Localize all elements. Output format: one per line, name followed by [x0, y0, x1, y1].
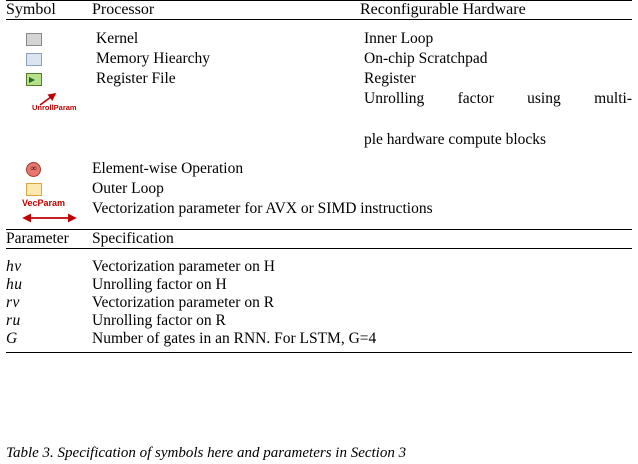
vec-param-arrow-icon — [22, 213, 77, 223]
header-specification: Specification — [92, 230, 174, 248]
processor-cell: Kernel — [96, 30, 139, 47]
symbol-cell — [6, 29, 96, 49]
table-row: Outer Loop — [6, 179, 632, 199]
hardware-cell — [360, 179, 632, 199]
hardware-cell — [360, 159, 632, 179]
table-row: hu Unrolling factor on H — [6, 276, 632, 294]
hardware-cell: On-chip Scratchpad — [364, 50, 488, 68]
parameter-symbol: ru — [6, 312, 21, 330]
table-header-row: Symbol Processor Reconfigurable Hardware — [6, 1, 632, 19]
parameter-symbol: hu — [6, 276, 23, 294]
blue-square-icon — [26, 53, 42, 67]
table-caption: Table 3. Specification of symbols here a… — [6, 445, 407, 461]
vec-param-label: VecParam — [22, 198, 66, 209]
header-separator-rule — [6, 19, 632, 20]
red-circle-infinity-icon — [26, 161, 41, 177]
hardware-cell: Inner Loop — [364, 30, 434, 47]
header-processor: Processor — [92, 1, 155, 18]
symbol-cell — [6, 49, 96, 69]
header-symbol: Symbol — [6, 1, 56, 18]
section-separator-rule — [6, 229, 632, 231]
table-row: G Number of gates in an RNN. For LSTM, G… — [6, 330, 632, 348]
parameter-spec: Number of gates in an RNN. For LSTM, G=4 — [92, 330, 377, 348]
symbol-cell: VecParam — [6, 198, 92, 225]
orange-square-icon — [26, 182, 42, 196]
gray-square-icon — [26, 32, 42, 46]
parameter-spec: Unrolling factor on H — [92, 276, 227, 294]
table-row: Element-wise Operation — [6, 159, 632, 179]
unroll-param-label: UnrollParam — [32, 103, 77, 113]
symbol-cell: UnrollParam — [6, 89, 96, 149]
table-row: Kernel Inner Loop — [6, 29, 632, 49]
table-row: hv Vectorization parameter on H — [6, 258, 632, 276]
processor-cell — [96, 89, 364, 149]
parameter-header-row: Parameter Specification — [6, 230, 632, 248]
table-bottom-rule — [6, 352, 632, 354]
hardware-cell: Unrolling factor using multi- ple hardwa… — [364, 89, 632, 149]
symbol-cell — [6, 69, 96, 89]
processor-cell: Vectorization parameter for AVX or SIMD … — [92, 200, 433, 218]
table-row: VecParam Vectorization — [6, 198, 632, 225]
table-top-rule — [6, 0, 632, 1]
table-row: Memory Hiearchy On-chip Scratchpad — [6, 49, 632, 69]
table-row: rv Vectorization parameter on R — [6, 294, 632, 312]
hardware-line-1: Unrolling factor using multi- — [364, 90, 632, 108]
processor-cell: Register File — [96, 70, 176, 88]
parameter-spec: Unrolling factor on R — [92, 312, 226, 330]
processor-cell: Outer Loop — [92, 179, 164, 197]
header-hardware: Reconfigurable Hardware — [360, 1, 526, 18]
parameter-table: Parameter Specification — [6, 230, 632, 248]
symbol-cell — [6, 159, 92, 179]
processor-cell: Element-wise Operation — [92, 159, 244, 177]
table-row: ru Unrolling factor on R — [6, 312, 632, 330]
table-row: Register File Register — [6, 69, 632, 89]
parameter-header-separator-rule — [6, 248, 632, 250]
symbol-cell — [6, 179, 92, 199]
header-parameter: Parameter — [6, 230, 69, 248]
vec-param-symbol: VecParam — [6, 198, 92, 225]
processor-cell: Memory Hiearchy — [96, 50, 211, 68]
parameter-rows: hv Vectorization parameter on H hu Unrol… — [6, 258, 632, 348]
symbol-rows-2: Element-wise Operation Outer Loop VecPar… — [6, 159, 632, 225]
parameter-spec: Vectorization parameter on H — [92, 258, 275, 276]
hardware-cell: Register — [364, 70, 416, 88]
parameter-symbol: hv — [6, 258, 22, 276]
symbol-table: Symbol Processor Reconfigurable Hardware — [6, 1, 632, 19]
table-row: UnrollParam Unrolling factor using multi… — [6, 89, 632, 149]
unroll-param-symbol: UnrollParam — [10, 89, 96, 115]
parameter-spec: Vectorization parameter on R — [92, 294, 275, 312]
symbol-rows: Kernel Inner Loop Memory Hiearchy On-chi… — [6, 29, 632, 150]
green-square-play-icon — [26, 73, 42, 87]
parameter-symbol: G — [6, 330, 18, 348]
unroll-param-arrow-icon — [39, 93, 57, 107]
parameter-symbol: rv — [6, 294, 20, 312]
hardware-line-2: ple hardware compute blocks — [364, 130, 547, 148]
